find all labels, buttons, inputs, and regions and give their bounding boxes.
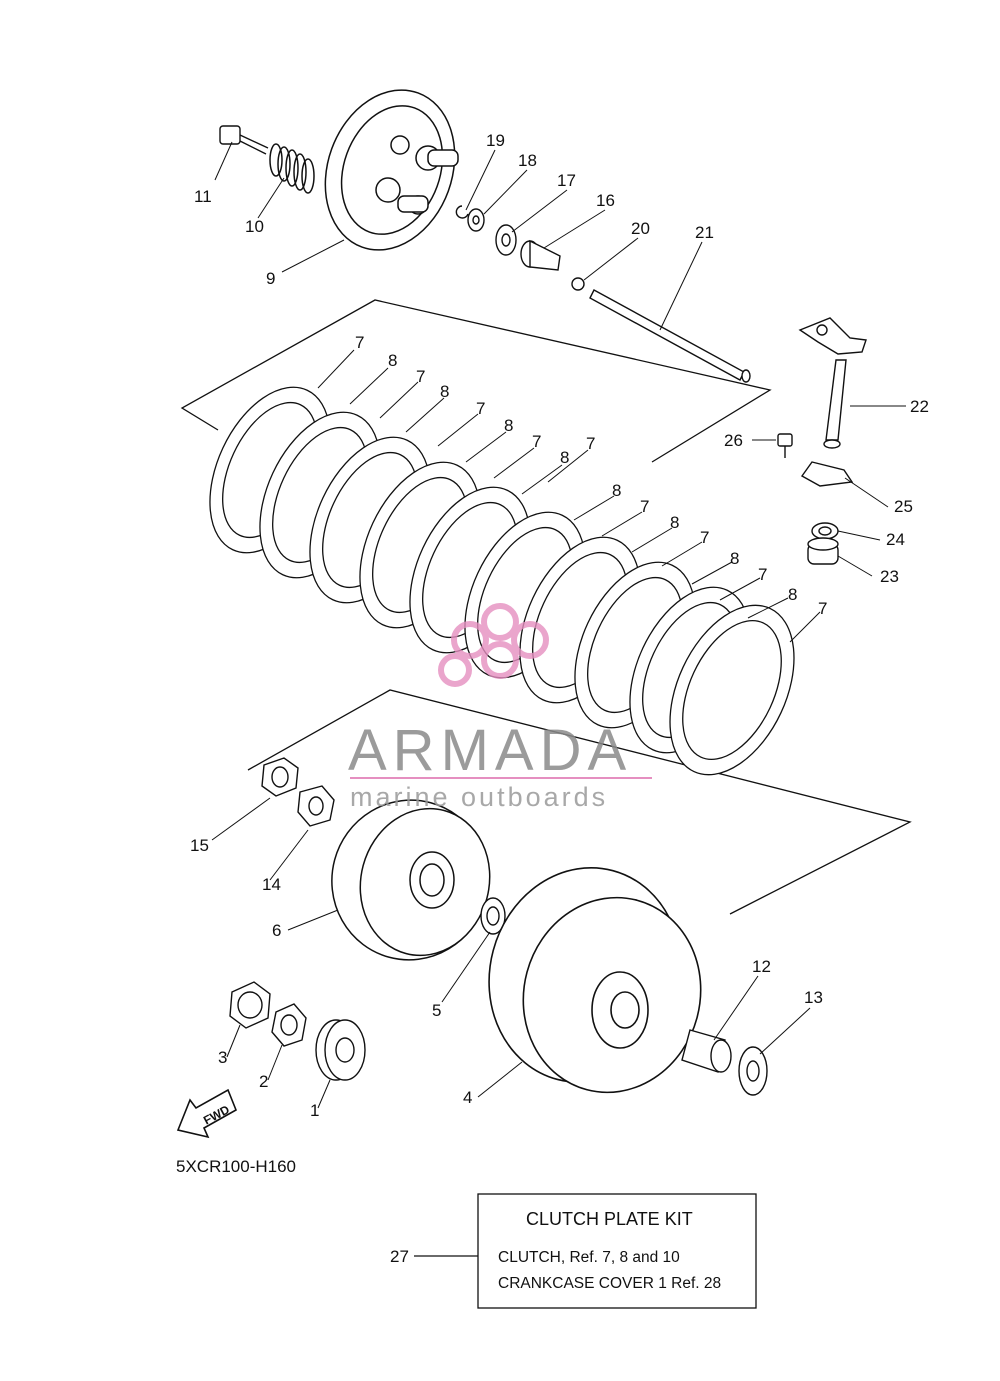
clutch-spring-bolt xyxy=(219,125,269,155)
clutch-spring xyxy=(269,143,315,194)
callout-1: 1 xyxy=(310,1101,319,1120)
clutch-housing xyxy=(488,867,702,1094)
callout-9: 9 xyxy=(266,269,275,288)
diagram-code: 5XCR100-H160 xyxy=(176,1157,296,1176)
clutch-boss xyxy=(331,799,491,961)
callout-8-d: 8 xyxy=(560,448,569,467)
spacer-and-washer xyxy=(681,1029,768,1096)
callout-26: 26 xyxy=(724,431,743,450)
callout-11: 11 xyxy=(194,187,212,206)
callout-14: 14 xyxy=(262,875,281,894)
plate-stack-frame xyxy=(180,299,912,915)
watermark-brand: ARMADA xyxy=(348,718,632,783)
callout-15: 15 xyxy=(190,836,209,855)
clutch-plate-kit-box: 27 CLUTCH PLATE KIT CLUTCH, Ref. 7, 8 an… xyxy=(390,1193,757,1309)
callout-3: 3 xyxy=(218,1048,227,1067)
push-rod xyxy=(589,289,751,383)
watermark-logo xyxy=(438,603,549,687)
fwd-arrow-icon: FWD xyxy=(176,1088,238,1139)
callout-8-b: 8 xyxy=(440,382,449,401)
callout-7-i: 7 xyxy=(818,599,827,618)
callout-7-g: 7 xyxy=(700,528,709,547)
kit-line-1: CLUTCH, Ref. 7, 8 and 10 xyxy=(498,1249,680,1266)
callout-19: 19 xyxy=(486,131,505,150)
callout-12: 12 xyxy=(752,957,771,976)
kit-ref-number: 27 xyxy=(390,1247,409,1266)
callout-23: 23 xyxy=(880,567,899,586)
callout-7-a: 7 xyxy=(355,333,364,352)
kit-line-2: CRANKCASE COVER 1 Ref. 28 xyxy=(498,1275,721,1292)
lever-hardware xyxy=(777,433,854,565)
callout-5: 5 xyxy=(432,1001,441,1020)
push-lever-shaft xyxy=(798,317,867,449)
thrust-washer xyxy=(480,897,506,935)
kit-box-frame xyxy=(477,1193,757,1309)
leader-lines xyxy=(211,141,906,1109)
primary-drive-group xyxy=(229,981,366,1081)
callout-7-f: 7 xyxy=(640,497,649,516)
callout-8-e: 8 xyxy=(612,481,621,500)
callout-7-c: 7 xyxy=(476,399,485,418)
kit-title: CLUTCH PLATE KIT xyxy=(526,1209,693,1229)
callout-21: 21 xyxy=(695,223,714,242)
callout-7-h: 7 xyxy=(758,565,767,584)
callout-13: 13 xyxy=(804,988,823,1007)
callout-24: 24 xyxy=(886,530,905,549)
callout-16: 16 xyxy=(596,191,615,210)
callout-22: 22 xyxy=(910,397,929,416)
callout-2: 2 xyxy=(259,1072,268,1091)
callout-8-h: 8 xyxy=(788,585,797,604)
watermark-tagline: marine outboards xyxy=(350,782,608,812)
callout-8-a: 8 xyxy=(388,351,397,370)
callout-7-e: 7 xyxy=(586,434,595,453)
callout-6: 6 xyxy=(272,921,281,940)
nut-and-lock-washer xyxy=(261,757,335,827)
callout-8-f: 8 xyxy=(670,513,679,532)
callout-20: 20 xyxy=(631,219,650,238)
callout-8-g: 8 xyxy=(730,549,739,568)
watermark: ARMADA marine outboards xyxy=(348,603,652,812)
callout-25: 25 xyxy=(894,497,913,516)
plate-callouts xyxy=(317,349,821,643)
callout-7-d: 7 xyxy=(532,432,541,451)
callout-17: 17 xyxy=(557,171,576,190)
callout-8-c: 8 xyxy=(504,416,513,435)
push-rod-parts xyxy=(455,205,585,291)
callout-7-b: 7 xyxy=(416,367,425,386)
callout-4: 4 xyxy=(463,1088,472,1107)
pressure-plate xyxy=(324,89,459,251)
callout-10: 10 xyxy=(245,217,264,236)
callout-18: 18 xyxy=(518,151,537,170)
